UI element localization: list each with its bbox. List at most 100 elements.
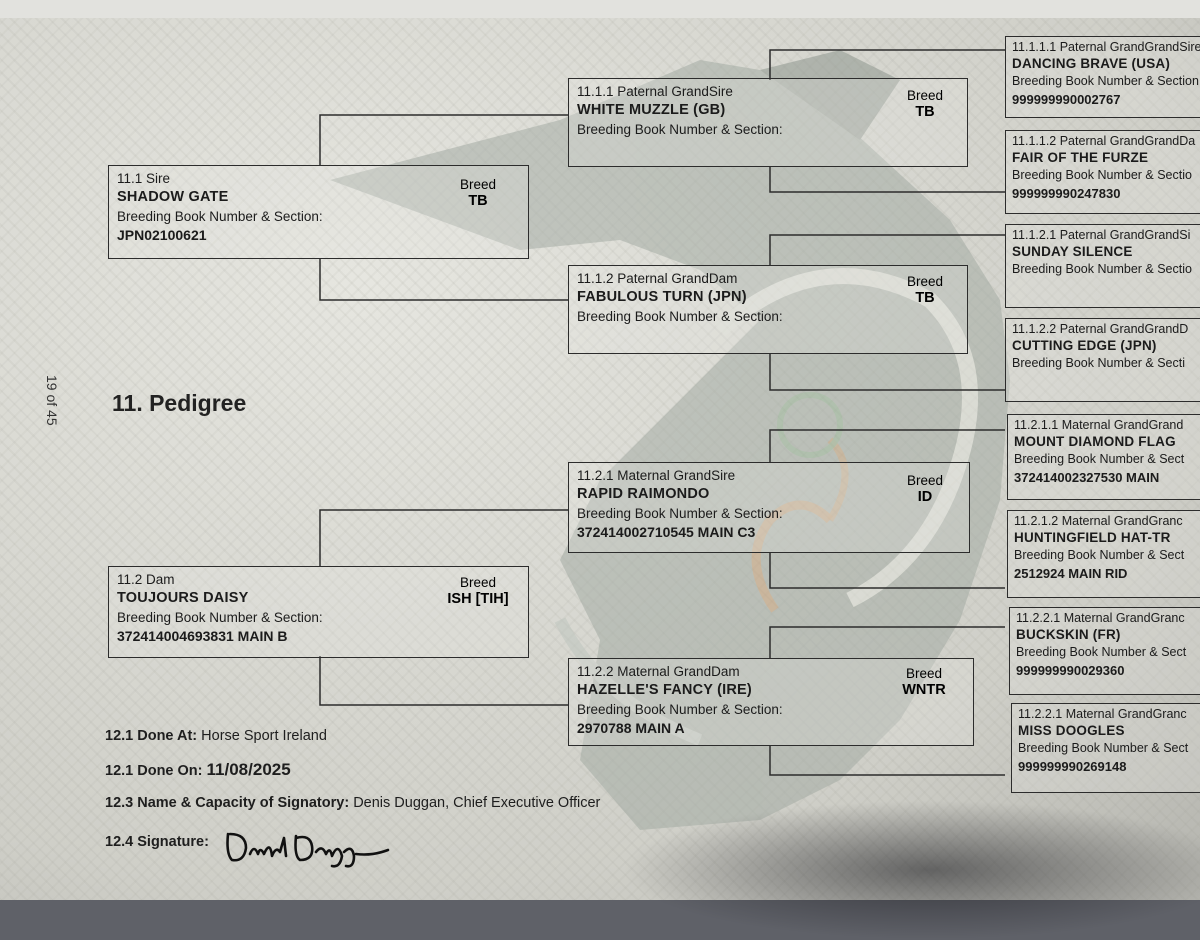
grandparent-breed-value: ID (917, 489, 933, 505)
great-grandparent-box: 11.1.2.2 Paternal GrandGrandD CUTTING ED… (1005, 318, 1200, 402)
gg-number: 999999990029360 (1016, 663, 1125, 678)
grandparent-breeding-label: Breeding Book Number & Section: (577, 702, 783, 717)
grandparent-label: 11.1.1 Paternal GrandSire (577, 84, 733, 99)
gg-name: HUNTINGFIELD HAT-TR (1014, 530, 1171, 545)
grandparent-breeding-label: Breeding Book Number & Section: (577, 122, 783, 137)
gg-breeding-label: Breeding Book Number & Sect (1016, 645, 1187, 659)
gg-breeding-label: Breeding Book Number & Sect (1018, 741, 1189, 755)
grandparent-breed-label: Breed (906, 88, 944, 103)
dam-number: 372414004693831 MAIN B (117, 628, 288, 644)
signatory-value: Denis Duggan, Chief Executive Officer (353, 795, 601, 811)
dam-breed: Breed ISH [TIH] (440, 574, 516, 608)
sire-box: 11.1 Sire SHADOW GATE Breeding Book Numb… (108, 165, 529, 259)
gg-label: 11.2.2.1 Maternal GrandGranc (1016, 611, 1185, 625)
gg-breeding-label: Breeding Book Number & Sect (1014, 548, 1185, 562)
gg-number: 372414002327530 MAIN (1014, 470, 1160, 485)
grandparent-box: 11.2.2 Maternal GrandDam HAZELLE'S FANCY… (568, 658, 974, 746)
signature-row: 12.4 Signature: (105, 834, 209, 850)
dam-name: TOUJOURS DAISY (117, 590, 249, 606)
handwritten-signature (226, 832, 390, 868)
signatory-label: 12.3 Name & Capacity of Signatory: (105, 795, 350, 811)
gg-label: 11.1.2.2 Paternal GrandGrandD (1012, 322, 1189, 336)
dam-breed-value: ISH [TIH] (447, 591, 509, 607)
great-grandparent-box: 11.1.1.2 Paternal GrandGrandDa FAIR OF T… (1005, 130, 1200, 214)
signatory-row: 12.3 Name & Capacity of Signatory: Denis… (105, 795, 600, 811)
done-at-label: 12.1 Done At: (105, 728, 198, 744)
watermark-and-tree-lines (319, 49, 1010, 830)
sire-breed: Breed TB (448, 176, 508, 210)
grandparent-box: 11.1.2 Paternal GrandDam FABULOUS TURN (… (568, 265, 968, 354)
sire-number: JPN02100621 (117, 227, 207, 243)
gg-number: 999999990002767 (1012, 92, 1121, 107)
gg-breeding-label: Breeding Book Number & Sect (1014, 452, 1185, 466)
grandparent-label: 11.1.2 Paternal GrandDam (577, 271, 738, 286)
grandparent-breed-label: Breed (906, 274, 944, 289)
gg-breeding-label: Breeding Book Number & Sectio (1012, 168, 1192, 182)
grandparent-breed-value: TB (915, 290, 935, 306)
done-on-value: 11/08/2025 (206, 760, 291, 779)
grandparent-breed: Breed TB (895, 87, 955, 121)
grandparent-label: 11.2.1 Maternal GrandSire (577, 468, 736, 483)
done-on-row: 12.1 Done On: 11/08/2025 (105, 760, 291, 780)
grandparent-breed: Breed ID (895, 472, 955, 506)
gg-label: 11.1.1.1 Paternal GrandGrandSire (1012, 40, 1200, 54)
gg-name: MOUNT DIAMOND FLAG (1014, 434, 1176, 449)
grandparent-name: RAPID RAIMONDO (577, 486, 710, 502)
dam-label: 11.2 Dam (117, 572, 175, 587)
grandparent-name: WHITE MUZZLE (GB) (577, 102, 726, 118)
watermark-logo (330, 50, 1010, 830)
gg-label: 11.2.1.2 Maternal GrandGranc (1014, 514, 1183, 528)
gg-number: 2512924 MAIN RID (1014, 566, 1128, 581)
grandparent-box: 11.2.1 Maternal GrandSire RAPID RAIMONDO… (568, 462, 970, 553)
great-grandparent-box: 11.2.1.1 Maternal GrandGrand MOUNT DIAMO… (1007, 414, 1200, 500)
gg-name: DANCING BRAVE (USA) (1012, 56, 1171, 71)
dam-breeding-label: Breeding Book Number & Section: (117, 610, 323, 625)
grandparent-name: HAZELLE'S FANCY (IRE) (577, 682, 752, 698)
great-grandparent-box: 11.2.1.2 Maternal GrandGranc HUNTINGFIEL… (1007, 510, 1200, 598)
gg-label: 11.2.1.1 Maternal GrandGrand (1014, 418, 1184, 432)
sire-breed-label: Breed (459, 177, 497, 192)
gg-name: BUCKSKIN (FR) (1016, 627, 1121, 642)
gg-label: 11.1.1.2 Paternal GrandGrandDa (1012, 134, 1196, 148)
sire-label: 11.1 Sire (117, 171, 171, 186)
section-title: 11. Pedigree (112, 390, 247, 416)
grandparent-box: 11.1.1 Paternal GrandSire WHITE MUZZLE (… (568, 78, 968, 167)
done-at-row: 12.1 Done At: Horse Sport Ireland (105, 728, 327, 744)
grandparent-number: 372414002710545 MAIN C3 (577, 524, 756, 540)
grandparent-breed-label: Breed (905, 666, 943, 681)
grandparent-breed-value: TB (915, 104, 935, 120)
page-shadow (620, 800, 1200, 940)
grandparent-breed-value: WNTR (902, 682, 946, 698)
sire-breed-value: TB (468, 193, 488, 209)
gg-name: FAIR OF THE FURZE (1012, 150, 1149, 165)
grandparent-breed: Breed WNTR (890, 665, 958, 699)
gg-number: 999999990269148 (1018, 759, 1127, 774)
gg-breeding-label: Breeding Book Number & Section (1012, 74, 1199, 88)
dam-box: 11.2 Dam TOUJOURS DAISY Breeding Book Nu… (108, 566, 529, 658)
gg-breeding-label: Breeding Book Number & Secti (1012, 356, 1186, 370)
page-number: 19 of 45 (44, 375, 60, 426)
gg-name: MISS DOOGLES (1018, 723, 1125, 738)
sire-name: SHADOW GATE (117, 189, 229, 205)
great-grandparent-box: 11.1.2.1 Paternal GrandGrandSi SUNDAY SI… (1005, 224, 1200, 308)
gg-breeding-label: Breeding Book Number & Sectio (1012, 262, 1192, 276)
gg-label: 11.1.2.1 Paternal GrandGrandSi (1012, 228, 1191, 242)
grandparent-name: FABULOUS TURN (JPN) (577, 289, 747, 305)
grandparent-label: 11.2.2 Maternal GrandDam (577, 664, 740, 679)
grandparent-breeding-label: Breeding Book Number & Section: (577, 309, 783, 324)
sire-breeding-label: Breeding Book Number & Section: (117, 209, 323, 224)
pedigree-connectors (319, 49, 1005, 776)
grandparent-breed-label: Breed (906, 473, 944, 488)
dam-breed-label: Breed (459, 575, 497, 590)
page-top-edge (0, 0, 1200, 18)
gg-name: CUTTING EDGE (JPN) (1012, 338, 1157, 353)
done-on-label: 12.1 Done On: (105, 763, 203, 779)
gg-number: 999999990247830 (1012, 186, 1121, 201)
signature-label: 12.4 Signature: (105, 834, 209, 850)
great-grandparent-box: 11.2.2.1 Maternal GrandGranc BUCKSKIN (F… (1009, 607, 1200, 695)
grandparent-breeding-label: Breeding Book Number & Section: (577, 506, 783, 521)
grandparent-number: 2970788 MAIN A (577, 720, 685, 736)
grandparent-breed: Breed TB (895, 273, 955, 307)
done-at-value: Horse Sport Ireland (201, 728, 327, 744)
gg-label: 11.2.2.1 Maternal GrandGranc (1018, 707, 1187, 721)
